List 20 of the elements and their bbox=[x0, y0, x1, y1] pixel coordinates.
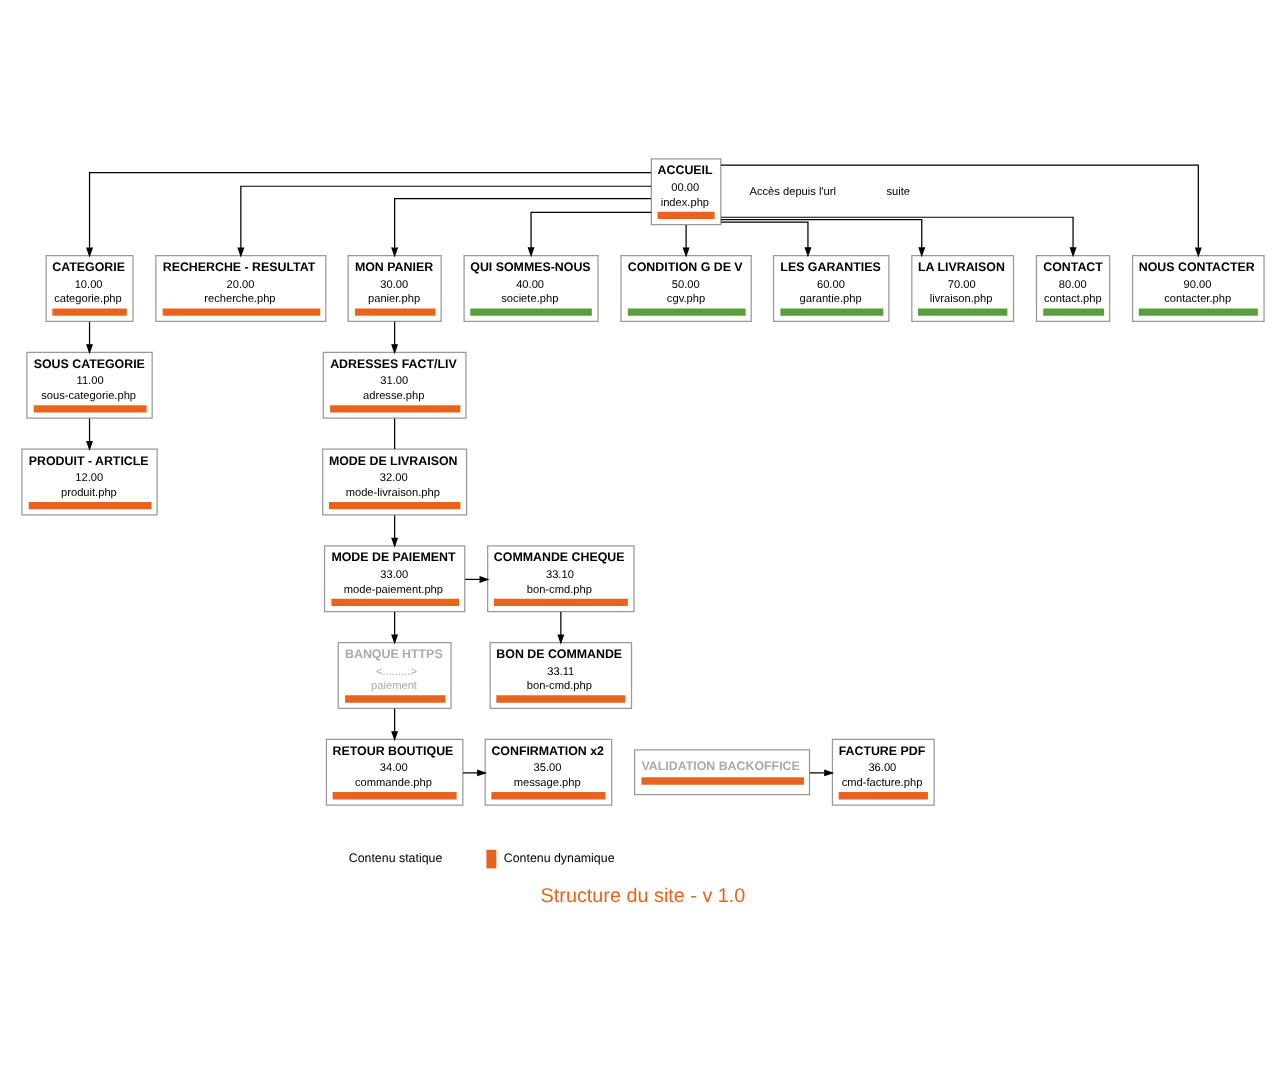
arrow bbox=[557, 611, 565, 645]
arrow bbox=[720, 219, 926, 258]
arrow bbox=[391, 708, 399, 742]
diagram-title: Structure du site - v 1.0 bbox=[540, 885, 746, 908]
arrow bbox=[527, 211, 652, 258]
arrow bbox=[462, 769, 488, 777]
arrow bbox=[391, 611, 399, 645]
arrow bbox=[682, 224, 690, 258]
arrow bbox=[391, 514, 399, 548]
connector bbox=[394, 418, 396, 450]
arrow bbox=[237, 185, 652, 258]
arrow bbox=[86, 418, 93, 451]
arrow bbox=[720, 221, 812, 258]
arrow bbox=[86, 172, 652, 258]
arrow bbox=[809, 769, 835, 777]
arrow bbox=[86, 321, 93, 355]
arrow bbox=[391, 198, 652, 258]
arrow bbox=[391, 321, 399, 355]
arrow bbox=[720, 216, 1077, 258]
arrow bbox=[720, 164, 1202, 258]
